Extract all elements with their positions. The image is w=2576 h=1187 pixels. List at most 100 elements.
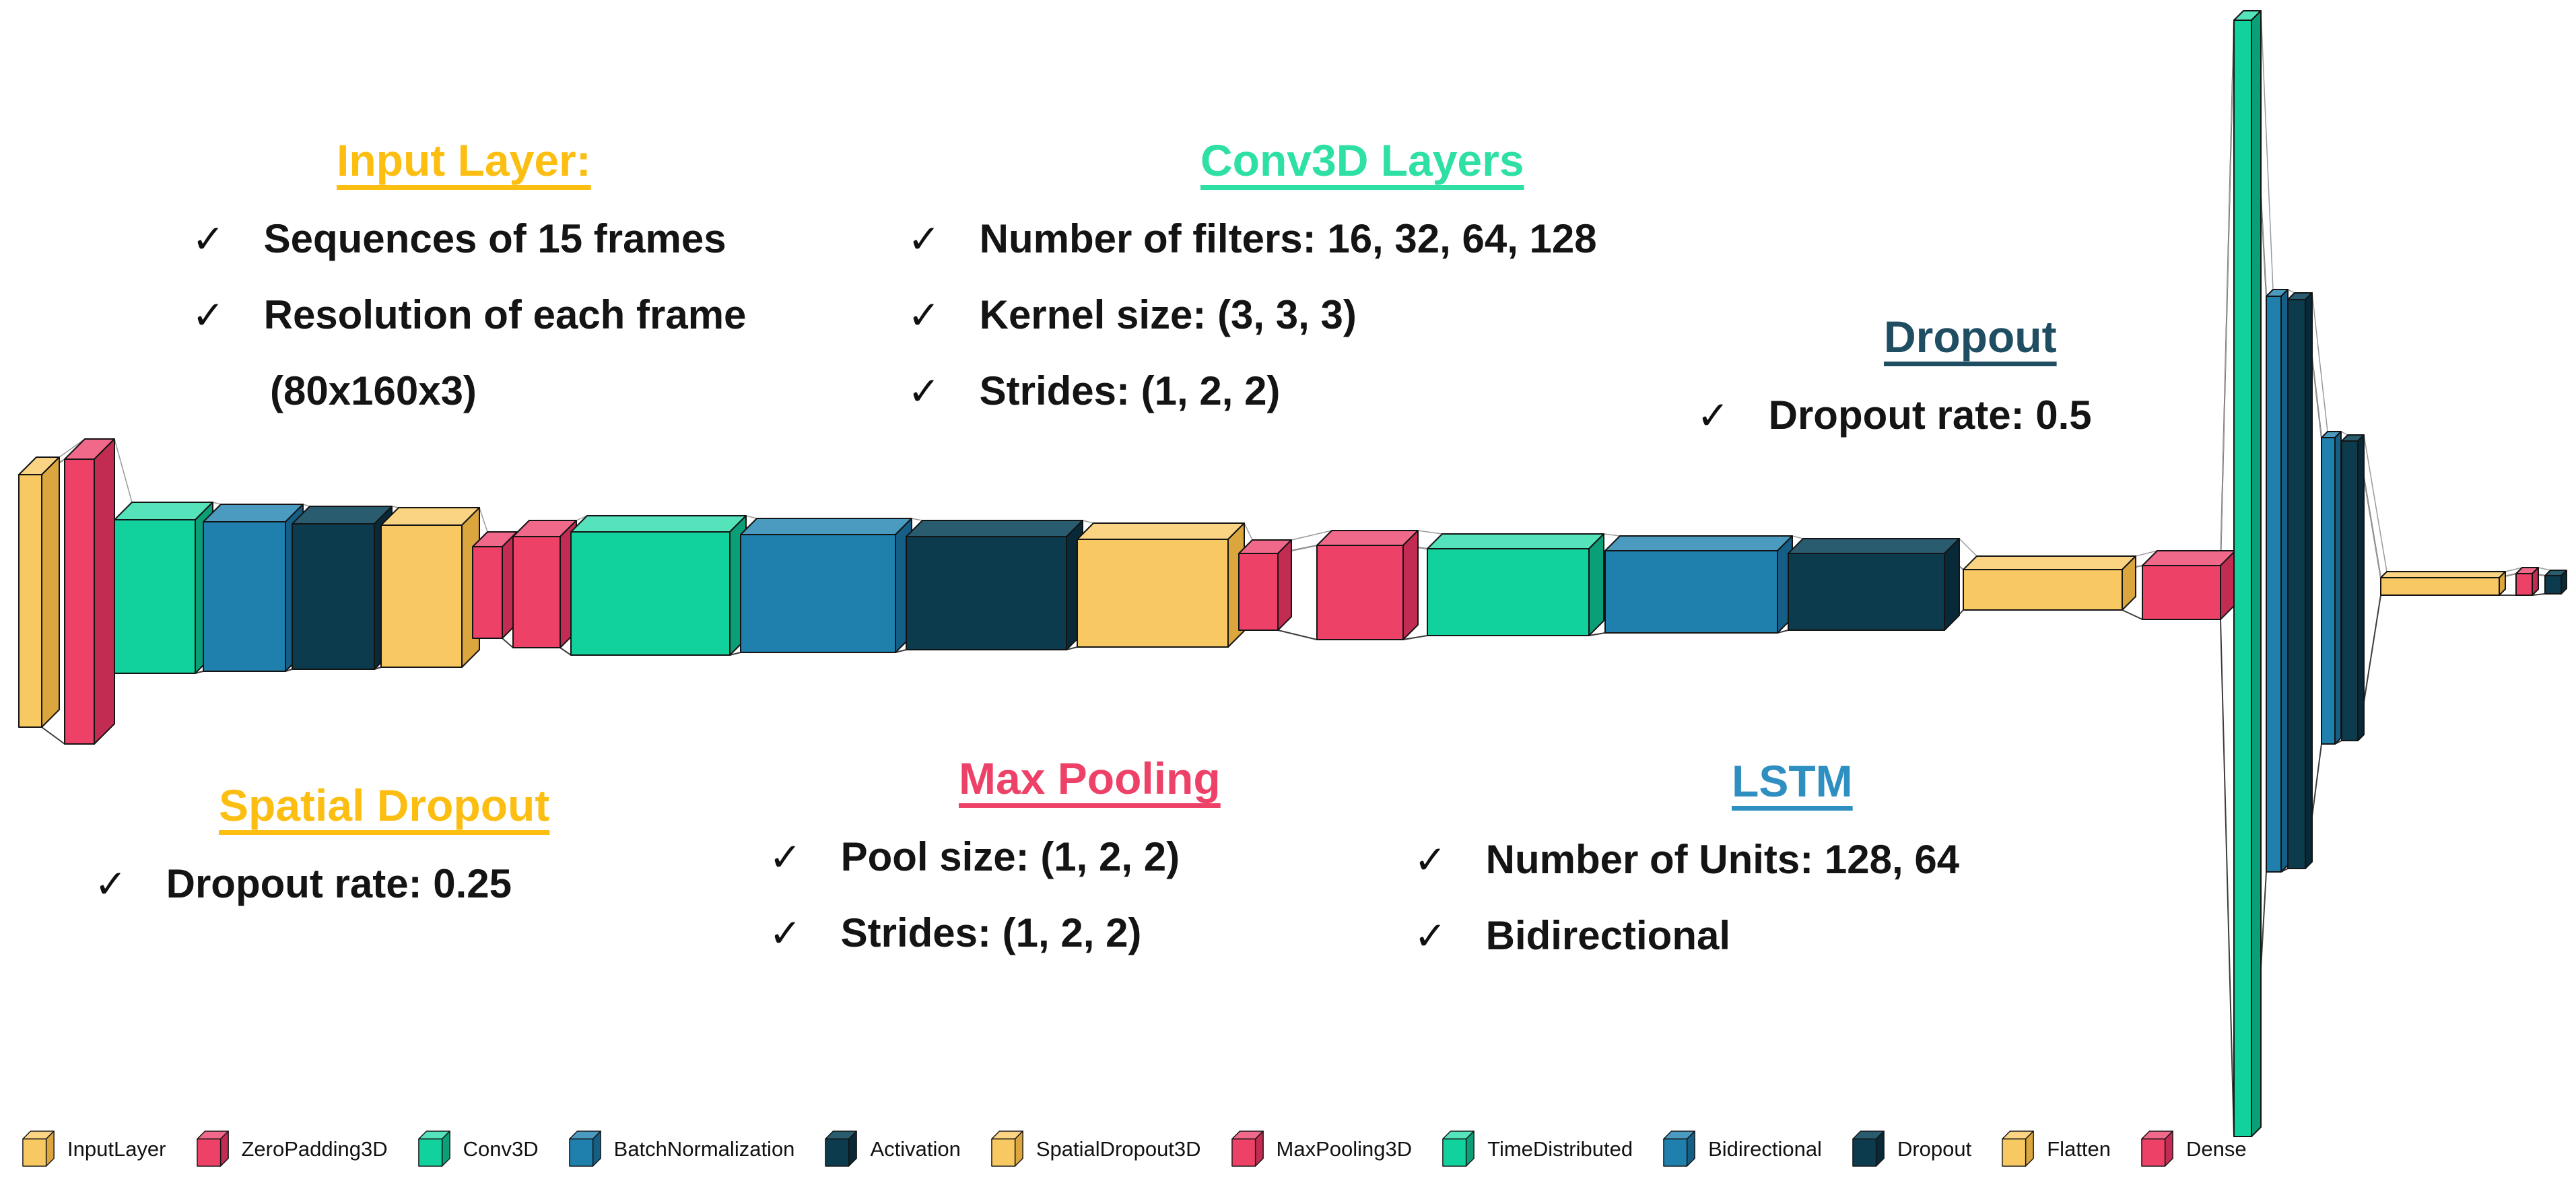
layer-box-batchnormalization — [740, 518, 912, 653]
bullet-item: ✓ Strides: (1, 2, 2) — [908, 368, 1597, 414]
bullet-item: ✓ Dropout rate: 0.25 — [94, 860, 549, 907]
annotation-lstm: LSTM ✓ Number of Units: 128, 64 ✓ Bidire… — [1414, 755, 1959, 959]
legend-cube-icon — [2141, 1130, 2173, 1167]
layer-box-timedistributed — [2233, 10, 2262, 1137]
legend-label: ZeroPadding3D — [241, 1137, 388, 1161]
layer-box-zeropadding3d — [512, 520, 577, 648]
check-icon: ✓ — [769, 912, 802, 955]
legend-cube-icon — [1852, 1130, 1885, 1167]
legend-cube-icon — [1231, 1130, 1264, 1167]
legend-cube-icon — [2002, 1130, 2035, 1167]
bullet-text: Number of Units: 128, 64 — [1485, 837, 1960, 882]
bullet-item: ✓ Sequences of 15 frames — [192, 215, 746, 262]
bullet-text: Strides: (1, 2, 2) — [979, 368, 1281, 413]
legend-label: BatchNormalization — [613, 1137, 795, 1161]
bullet-item: (80x160x3) — [192, 368, 746, 414]
layer-box-activation — [906, 520, 1083, 650]
check-icon: ✓ — [94, 862, 127, 906]
legend-cube-icon — [991, 1130, 1023, 1167]
check-icon: ✓ — [769, 836, 802, 879]
check-icon: ✓ — [1414, 838, 1447, 882]
layer-box-flatten — [2380, 571, 2506, 596]
legend-label: Bidirectional — [1708, 1137, 1822, 1161]
layer-box-zeropadding3d — [1316, 530, 1419, 640]
layer-box-conv3d — [570, 515, 747, 656]
annotation-heading-wrap: Max Pooling — [959, 753, 1221, 804]
legend-item: ZeroPadding3D — [196, 1130, 388, 1169]
legend-cube-icon — [825, 1130, 858, 1167]
annotation-dropout: Dropout ✓ Dropout rate: 0.5 — [1697, 311, 2092, 438]
annotation-heading-wrap: Dropout — [1884, 311, 2092, 362]
legend-item: Dropout — [1852, 1130, 1971, 1169]
layer-box-spatialdropout3d — [1963, 555, 2136, 611]
layer-box-bidirectional — [2321, 431, 2342, 745]
layer-box-activation — [1788, 538, 1960, 631]
layer-box-spatialdropout3d — [1077, 522, 1245, 648]
bullet-text: Bidirectional — [1485, 913, 1731, 958]
layer-box-zeropadding3d — [64, 438, 115, 745]
check-icon: ✓ — [908, 370, 941, 413]
bullet-item: ✓ Resolution of each frame — [192, 292, 746, 338]
legend-cube-icon — [22, 1130, 55, 1167]
legend-cube-icon — [1442, 1130, 1475, 1167]
legend-item: MaxPooling3D — [1231, 1130, 1413, 1169]
check-icon: ✓ — [908, 294, 941, 337]
annotation-heading-wrap: Spatial Dropout — [219, 780, 549, 831]
annotation-spatial-dropout: Spatial Dropout ✓ Dropout rate: 0.25 — [94, 780, 549, 907]
bullet-text: Kernel size: (3, 3, 3) — [979, 292, 1357, 337]
legend-label: Dropout — [1897, 1137, 1972, 1161]
legend-item: InputLayer — [22, 1130, 166, 1169]
layer-box-batchnormalization — [1604, 535, 1793, 634]
legend-item: SpatialDropout3D — [990, 1130, 1201, 1169]
check-icon: ✓ — [192, 294, 225, 337]
layer-box-maxpooling3d — [2142, 550, 2236, 620]
annotation-heading-wrap: LSTM — [1732, 755, 1959, 807]
layer-box-dropout — [2544, 570, 2567, 595]
legend-item: Bidirectional — [1662, 1130, 1822, 1169]
legend-cube-icon — [1663, 1130, 1695, 1167]
legend-item: Dense — [2140, 1130, 2247, 1169]
input-layer-heading: Input Layer: — [337, 135, 591, 185]
annotation-max-pooling: Max Pooling ✓ Pool size: (1, 2, 2) ✓ Str… — [769, 753, 1221, 956]
legend-item: Flatten — [2001, 1130, 2111, 1169]
legend-cube-icon — [417, 1130, 450, 1167]
bullet-item: ✓ Strides: (1, 2, 2) — [769, 910, 1221, 956]
layer-box-spatialdropout3d — [380, 507, 480, 668]
layer-box-bidirectional — [2266, 289, 2289, 873]
legend-cube-icon — [568, 1130, 601, 1167]
layer-box-conv3d — [114, 502, 213, 674]
layer-box-dropout — [2287, 292, 2313, 869]
bullet-text: Sequences of 15 frames — [263, 216, 726, 261]
legend-label: SpatialDropout3D — [1036, 1137, 1201, 1161]
bullet-text: Dropout rate: 0.25 — [166, 861, 512, 906]
bullet-item: ✓ Pool size: (1, 2, 2) — [769, 834, 1221, 880]
legend-cube-icon — [196, 1130, 229, 1167]
conv3d-heading: Conv3D Layers — [1200, 135, 1524, 185]
bullet-item: ✓ Dropout rate: 0.5 — [1697, 392, 2092, 438]
legend-label: Dense — [2186, 1137, 2247, 1161]
check-icon: ✓ — [192, 217, 225, 261]
layer-box-maxpooling3d — [472, 531, 518, 639]
bullet-item: ✓ Number of Units: 128, 64 — [1414, 836, 1959, 883]
layer-box-inputlayer — [18, 456, 60, 728]
layer-box-batchnormalization — [203, 504, 304, 672]
legend-label: Flatten — [2047, 1137, 2111, 1161]
legend-label: MaxPooling3D — [1276, 1137, 1413, 1161]
layer-box-activation — [292, 506, 393, 670]
legend-item: Conv3D — [417, 1130, 539, 1169]
bullet-text: Pool size: (1, 2, 2) — [840, 834, 1180, 879]
layer-box-dropout — [2341, 434, 2365, 741]
bullet-item: ✓ Kernel size: (3, 3, 3) — [908, 292, 1597, 338]
layer-box-conv3d — [1427, 533, 1604, 636]
bullet-item: ✓ Bidirectional — [1414, 912, 1959, 959]
legend-label: TimeDistributed — [1487, 1137, 1633, 1161]
legend-label: Conv3D — [463, 1137, 539, 1161]
bullet-text: Dropout rate: 0.5 — [1768, 393, 2092, 438]
legend-label: InputLayer — [67, 1137, 166, 1161]
check-icon: ✓ — [1697, 394, 1730, 438]
bullet-text: Number of filters: 16, 32, 64, 128 — [979, 216, 1597, 261]
legend-item: TimeDistributed — [1442, 1130, 1633, 1169]
annotation-heading-wrap: Input Layer: — [337, 135, 746, 186]
